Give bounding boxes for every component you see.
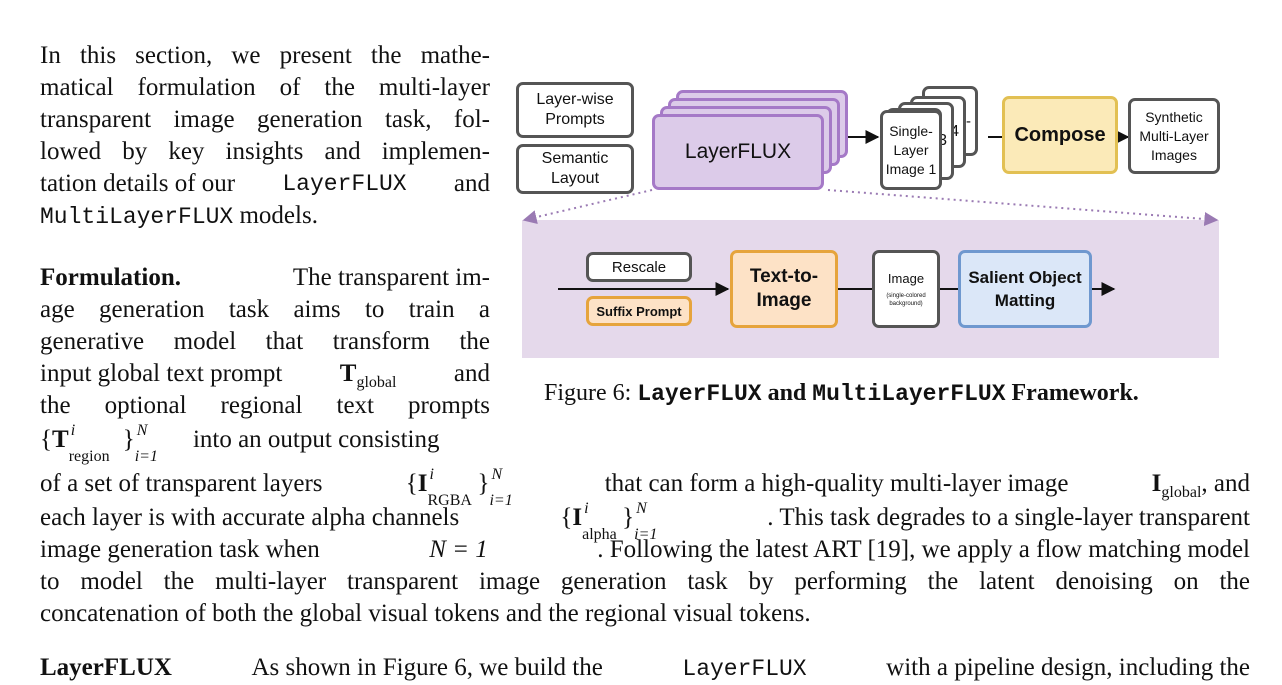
- caption-prefix: Figure 6:: [544, 380, 632, 406]
- suffix-prompt-box: Suffix Prompt: [586, 296, 692, 326]
- caption-and: and: [767, 380, 807, 406]
- image-sublabel: (single-colored background): [886, 292, 926, 307]
- para-line-2-a: each layer is with accurate alpha channe…: [40, 504, 460, 531]
- caption-code-1: LayerFLUX: [637, 381, 762, 407]
- figure-connectors: [522, 130, 1219, 358]
- caption-suffix: Framework.: [1011, 380, 1139, 406]
- cutoff-text: As shown in Figure 6, we build the: [251, 654, 603, 681]
- synthetic-images-box: Synthetic Multi-Layer Images: [1128, 98, 1220, 174]
- formulation-line-1-text: The transparent im-: [292, 264, 490, 291]
- intro-line-3: transparent image generation task, fol-: [40, 106, 490, 133]
- caption-code-2: MultiLayerFLUX: [812, 381, 1006, 407]
- layer-wise-prompts-box: Layer-wise Prompts: [516, 82, 634, 138]
- cutoff-rest: with a pipeline design, including the: [886, 654, 1250, 681]
- intro-line-2: matical formulation of the multi-layer: [40, 74, 490, 101]
- para-line-3-a: image generation task when: [40, 536, 320, 563]
- formulation-heading: Formulation.: [40, 264, 181, 291]
- cutoff-bottom-line: LayerFLUX As shown in Figure 6, we build…: [40, 652, 1250, 685]
- formulation-line-3: generative model that transform the: [40, 328, 490, 355]
- formulation-line-4-text: input global text prompt: [40, 360, 283, 387]
- intro-line-5-text: tation details of our: [40, 170, 236, 197]
- image-box: Image (single-colored background): [872, 250, 940, 328]
- text-to-image-box: Text-to-Image: [730, 250, 838, 328]
- figure-caption: Figure 6: LayerFLUX and MultiLayerFLUX F…: [544, 378, 1139, 409]
- rescale-box: Rescale: [586, 252, 692, 282]
- intro-line-4: lowed by key insights and implemen-: [40, 138, 490, 165]
- para-line-1-b: that can form a high-quality multi-layer…: [604, 470, 1069, 497]
- cutoff-top-line: [40, 0, 440, 10]
- para-line-2-b: . This task degrades to a single-layer t…: [767, 504, 1250, 531]
- code-layerflux: LayerFLUX: [282, 171, 407, 197]
- intro-line-5: tation details of our LayerFLUX and: [40, 168, 490, 200]
- formulation-line-5: the optional regional text prompts: [40, 392, 490, 419]
- compose-box: Compose: [1002, 96, 1118, 174]
- formulation-line-6-text: into an output consisting: [192, 426, 440, 453]
- layerflux-box: LayerFLUX: [652, 114, 824, 190]
- para-line-3-c: . Following the latest ART [19], we appl…: [597, 536, 1250, 563]
- intro-line-1: In this section, we present the mathe-: [40, 42, 490, 69]
- para-line-4: to model the multi-layer transparent ima…: [40, 568, 1250, 595]
- formulation-line-4: input global text prompt Tglobal and: [40, 358, 490, 391]
- math-n-equals-1: N = 1: [429, 536, 488, 563]
- single-layer-image-box: Single-Layer Image 1: [880, 110, 942, 190]
- para-line-3: image generation task when N = 1 . Follo…: [40, 534, 1250, 566]
- code-multilayerflux: MultiLayerFLUX: [40, 204, 234, 230]
- intro-line-6-text: models.: [239, 202, 318, 229]
- intro-line-5-and: and: [453, 170, 490, 197]
- formulation-line-1: Formulation. The transparent im-: [40, 262, 490, 294]
- formulation-line-2: age generation task aims to train a: [40, 296, 490, 323]
- para-line-2: each layer is with accurate alpha channe…: [40, 500, 1250, 543]
- semantic-layout-box: Semantic Layout: [516, 144, 634, 194]
- cutoff-heading: LayerFLUX: [40, 654, 172, 681]
- figure-6: Layer-wise Prompts Semantic Layout Layer…: [510, 80, 1240, 370]
- cutoff-code: LayerFLUX: [682, 656, 807, 682]
- para-line-1-a: of a set of transparent layers: [40, 470, 323, 497]
- image-label: Image: [887, 270, 925, 286]
- salient-object-matting-box: Salient Object Matting: [958, 250, 1092, 328]
- para-line-5: concatenation of both the global visual …: [40, 600, 811, 627]
- formulation-line-4-and: and: [453, 360, 490, 387]
- intro-line-6: MultiLayerFLUX models.: [40, 200, 318, 233]
- math-i-global: Iglobal, and: [1151, 470, 1250, 501]
- math-t-global: Tglobal: [339, 360, 397, 391]
